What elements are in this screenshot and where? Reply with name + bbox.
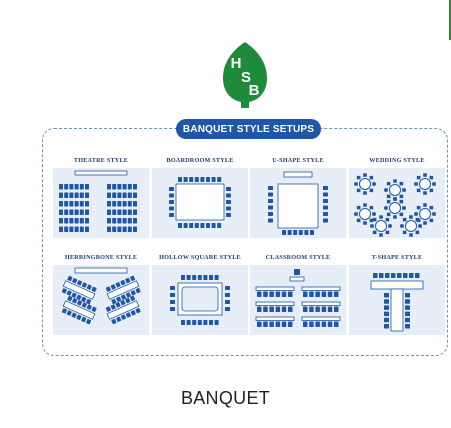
svg-text:H: H [231, 55, 242, 72]
theatre-style-label: THEATRE STYLE [73, 157, 129, 164]
wedding-style-label: WEDDING STYLE [369, 157, 425, 164]
herringbone-style-label: HERRINGBONE STYLE [64, 254, 138, 261]
hollow-square-style-diagram [152, 265, 248, 335]
banner-title: BANQUET STYLE SETUPS [176, 119, 321, 139]
wedding-style-diagram [349, 168, 445, 238]
svg-text:S: S [241, 69, 251, 86]
boardroom-style-diagram [152, 168, 248, 238]
classroom-style-diagram [250, 265, 346, 335]
u-shape-style-diagram [250, 168, 346, 238]
classroom-style-label: CLASSROOM STYLE [265, 254, 331, 261]
page-caption: BANQUET [180, 388, 271, 408]
theatre-style-diagram [53, 168, 149, 238]
herringbone-style-diagram [53, 265, 149, 335]
t-shape-style-diagram [349, 265, 445, 335]
right-edge-accent [449, 0, 451, 40]
t-shape-style-label: T-SHAPE STYLE [371, 254, 423, 261]
svg-text:B: B [249, 82, 260, 99]
boardroom-style-label: BOARDROOM STYLE [166, 157, 234, 164]
u-shape-style-label: U-SHAPE STYLE [272, 157, 324, 164]
hollow-square-style-label: HOLLOW SQUARE STYLE [159, 254, 241, 261]
